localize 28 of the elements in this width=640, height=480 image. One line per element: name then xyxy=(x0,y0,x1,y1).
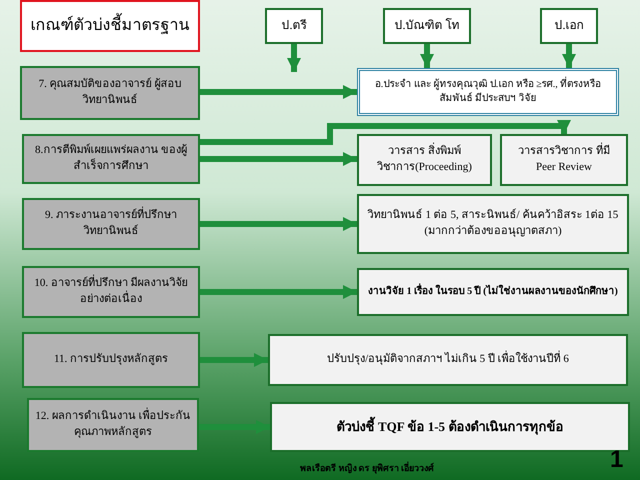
requirement-box: วิทยานิพนธ์ 1 ต่อ 5, สาระนิพนธ์/ ค้นคว้าอิสระ 1ต่อ 15 (มากกว่าต้องขออนุญาตสภา) xyxy=(357,194,629,254)
criterion-box: 8.การตีพิมพ์เผยแพร่ผลงาน ของผู้สำเร็จการศึกษา xyxy=(22,134,200,184)
criterion-box: 12. ผลการดำเนินงาน เพื่อประกันคุณภาพหลักสูตร xyxy=(27,398,199,452)
arrow xyxy=(200,217,357,231)
requirement-box: วารสารวิชาการ ที่มี Peer Review xyxy=(500,134,628,186)
requirement-box: ปรับปรุง/อนุมัติจากสภาฯ ไม่เกิน 5 ปี เพื่อใช้งานปีที่ 6 xyxy=(268,334,628,386)
arrow xyxy=(199,420,270,434)
arrow xyxy=(420,44,434,68)
requirement-box: วารสาร สิ่งพิมพ์ วิชาการ(Proceeding) xyxy=(357,134,492,186)
requirement-box: งานวิจัย 1 เรื่อง ในรอบ 5 ปี (ไม่ใช่งานผลงานของนักศึกษา) xyxy=(357,268,629,316)
arrow xyxy=(200,353,268,367)
arrow xyxy=(562,44,576,68)
criterion-box: 9. ภาระงานอาจารย์ที่ปรึกษา วิทยานิพนธ์ xyxy=(22,198,200,250)
criterion-box: 11. การปรับปรุงหลักสูตร xyxy=(22,332,200,388)
criterion-box: 7. คุณสมบัติของอาจารย์ ผู้สอบวิทยานิพนธ์ xyxy=(20,66,200,120)
requirement-box: ตัวบ่งชี้ TQF ข้อ 1-5 ต้องดำเนินการทุกข้อ xyxy=(270,402,630,452)
degree-level-box: ป.เอก xyxy=(540,8,598,44)
arrow xyxy=(200,285,357,299)
requirement-box: อ.ประจำ และ ผู้ทรงคุณวุฒิ ป.เอก หรือ ≥รศ., ที่ตรงหรือสัมพันธ์ มีประสบฯ วิจัย xyxy=(357,68,619,116)
arrow xyxy=(287,44,301,72)
degree-level-box: ป.บัณฑิต โท xyxy=(383,8,471,44)
author-credit: พลเรือตรี หญิง ดร ยุพิศรา เอี่ยววงศ์ xyxy=(300,461,434,475)
criterion-box: 10. อาจารย์ที่ปรึกษา มีผลงานวิจัยอย่างต่อเนื่อง xyxy=(22,266,200,318)
arrow xyxy=(200,85,357,99)
criteria-header-box: เกณฑ์ตัวบ่งชี้มาตรฐาน xyxy=(20,0,200,52)
arrow xyxy=(200,120,571,145)
degree-level-box: ป.ตรี xyxy=(265,8,323,44)
arrow xyxy=(200,152,357,166)
